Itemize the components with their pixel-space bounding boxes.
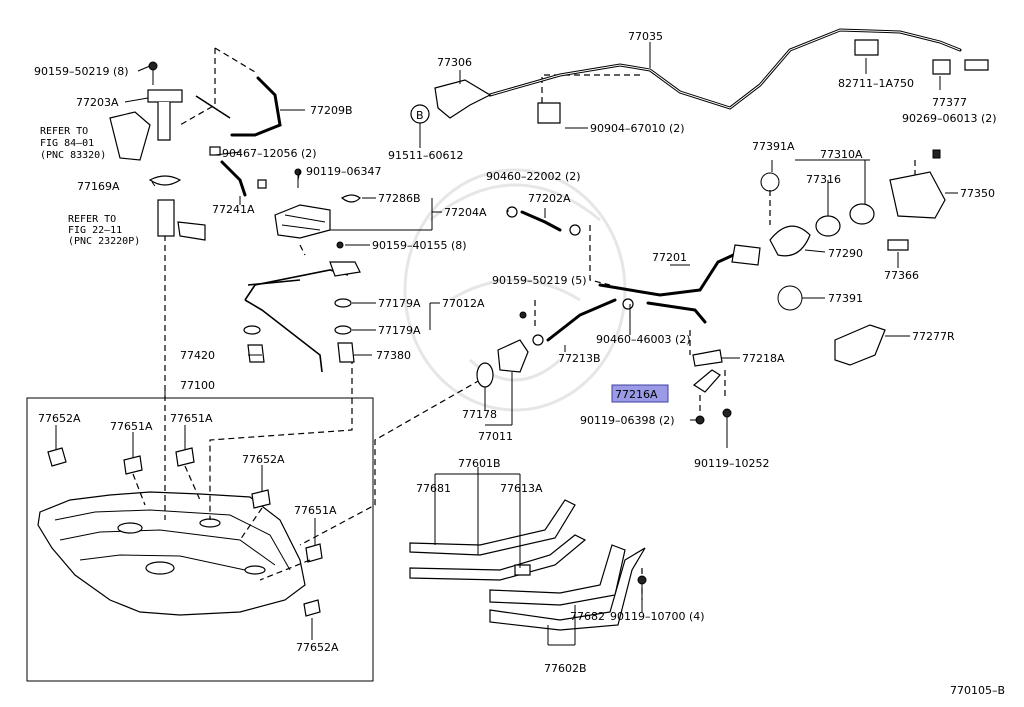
callout-77310a[interactable]: 77310A bbox=[820, 148, 863, 161]
callout-77391a[interactable]: 77391A bbox=[752, 140, 795, 153]
callout-77218a[interactable]: 77218A bbox=[742, 352, 785, 365]
filler-pipe-77201 bbox=[598, 244, 761, 324]
callout-77201[interactable]: 77201 bbox=[652, 251, 687, 264]
watermark-emblem bbox=[403, 168, 627, 412]
callout-77169a[interactable]: 77169A bbox=[77, 180, 120, 193]
callout-82711-1a750[interactable]: 82711–1A750 bbox=[838, 77, 914, 90]
callout-90119-06347[interactable]: 90119–06347 bbox=[306, 165, 382, 178]
bracket-77306 bbox=[410, 79, 492, 124]
callout-77012a[interactable]: 77012A bbox=[442, 297, 485, 310]
callout-77179a-lower[interactable]: 77179A bbox=[378, 324, 421, 337]
callout-91511-60612[interactable]: 91511–60612 bbox=[388, 149, 464, 162]
leader-lines bbox=[124, 58, 958, 421]
callout-77011[interactable]: 77011 bbox=[478, 430, 513, 443]
callout-77203a[interactable]: 77203A bbox=[76, 96, 119, 109]
callout-77290[interactable]: 77290 bbox=[828, 247, 863, 260]
callout-77652a-1[interactable]: 77652A bbox=[38, 412, 81, 425]
callout-77202a[interactable]: 77202A bbox=[528, 192, 571, 205]
callout-77601b[interactable]: 77601B bbox=[458, 457, 501, 470]
fuel-tube-77012A bbox=[243, 261, 361, 373]
refer-note-2-line2: FIG 22–11 bbox=[68, 225, 122, 236]
bracket-77218A-77216A bbox=[692, 349, 732, 448]
highlight-77216A bbox=[611, 384, 669, 403]
callout-77306[interactable]: 77306 bbox=[437, 56, 472, 69]
callout-77316[interactable]: 77316 bbox=[806, 173, 841, 186]
callout-77602b[interactable]: 77602B bbox=[544, 662, 587, 675]
callout-77652a-2[interactable]: 77652A bbox=[242, 453, 285, 466]
marker-b: B bbox=[416, 109, 424, 122]
callout-77613a[interactable]: 77613A bbox=[500, 482, 543, 495]
callout-77651a-1[interactable]: 77651A bbox=[110, 420, 153, 433]
callout-77420[interactable]: 77420 bbox=[180, 349, 215, 362]
callout-77277r[interactable]: 77277R bbox=[912, 330, 955, 343]
hose-77202A bbox=[506, 206, 581, 236]
callout-90119-06398[interactable]: 90119–06398 (2) bbox=[580, 414, 675, 427]
refer-note-1-line3: (PNC 83320) bbox=[40, 150, 106, 161]
callout-77286b[interactable]: 77286B bbox=[378, 192, 421, 205]
callout-labels: 77035 90159–50219 (8) 77306 82711–1A750 … bbox=[34, 30, 1005, 697]
filler-seat-77011 bbox=[476, 339, 529, 426]
callout-90159-50219-8[interactable]: 90159–50219 (8) bbox=[34, 65, 129, 78]
callout-77651a-2[interactable]: 77651A bbox=[170, 412, 213, 425]
callout-77652a-3[interactable]: 77652A bbox=[296, 641, 339, 654]
callout-77681[interactable]: 77681 bbox=[416, 482, 451, 495]
callout-77377[interactable]: 77377 bbox=[932, 96, 967, 109]
callout-77682[interactable]: 77682 bbox=[570, 610, 605, 623]
vent-valve-77204A bbox=[274, 168, 361, 249]
callout-77366[interactable]: 77366 bbox=[884, 269, 919, 282]
callout-77241a[interactable]: 77241A bbox=[212, 203, 255, 216]
fuel-tank-group bbox=[26, 390, 374, 682]
callout-77651a-3[interactable]: 77651A bbox=[294, 504, 337, 517]
callout-90159-50219-5[interactable]: 90159–50219 (5) bbox=[492, 274, 587, 287]
tank-straps bbox=[409, 467, 647, 646]
callout-90467-12056[interactable]: 90467–12056 (2) bbox=[222, 147, 317, 160]
callout-77100[interactable]: 77100 bbox=[180, 379, 215, 392]
callout-77204a[interactable]: 77204A bbox=[444, 206, 487, 219]
callout-90904-67010[interactable]: 90904–67010 (2) bbox=[590, 122, 685, 135]
callout-77209b[interactable]: 77209B bbox=[310, 104, 353, 117]
assembly-dash-lines bbox=[164, 47, 916, 600]
callout-90460-46003[interactable]: 90460–46003 (2) bbox=[596, 333, 691, 346]
fuel-pump-tube-77209B bbox=[230, 76, 282, 137]
fuel-pump-assembly bbox=[109, 61, 231, 241]
refer-note-2-line1: REFER TO bbox=[68, 214, 116, 225]
refer-note-2-line3: (PNC 23220P) bbox=[68, 236, 140, 247]
callout-77216a[interactable]: 77216A bbox=[615, 388, 658, 401]
callout-77350[interactable]: 77350 bbox=[960, 187, 995, 200]
callout-90119-10700[interactable]: 90119–10700 (4) bbox=[610, 610, 705, 623]
refer-note-1-line1: REFER TO bbox=[40, 126, 88, 137]
callout-90159-40155[interactable]: 90159–40155 (8) bbox=[372, 239, 467, 252]
callout-77213b[interactable]: 77213B bbox=[558, 352, 601, 365]
callout-90460-22002[interactable]: 90460–22002 (2) bbox=[486, 170, 581, 183]
callout-77380[interactable]: 77380 bbox=[376, 349, 411, 362]
callout-77391[interactable]: 77391 bbox=[828, 292, 863, 305]
callout-77179a-upper[interactable]: 77179A bbox=[378, 297, 421, 310]
refer-note-1-line2: FIG 84–01 bbox=[40, 138, 94, 149]
diagram-code: 770105–B bbox=[950, 684, 1005, 697]
callout-90269-06013[interactable]: 90269–06013 (2) bbox=[902, 112, 997, 125]
fuel-lid-cable-77035 bbox=[488, 28, 989, 124]
callout-77035[interactable]: 77035 bbox=[628, 30, 663, 43]
callout-90119-10252[interactable]: 90119–10252 bbox=[694, 457, 770, 470]
filler-neck-group bbox=[760, 149, 946, 366]
callout-77178[interactable]: 77178 bbox=[462, 408, 497, 421]
